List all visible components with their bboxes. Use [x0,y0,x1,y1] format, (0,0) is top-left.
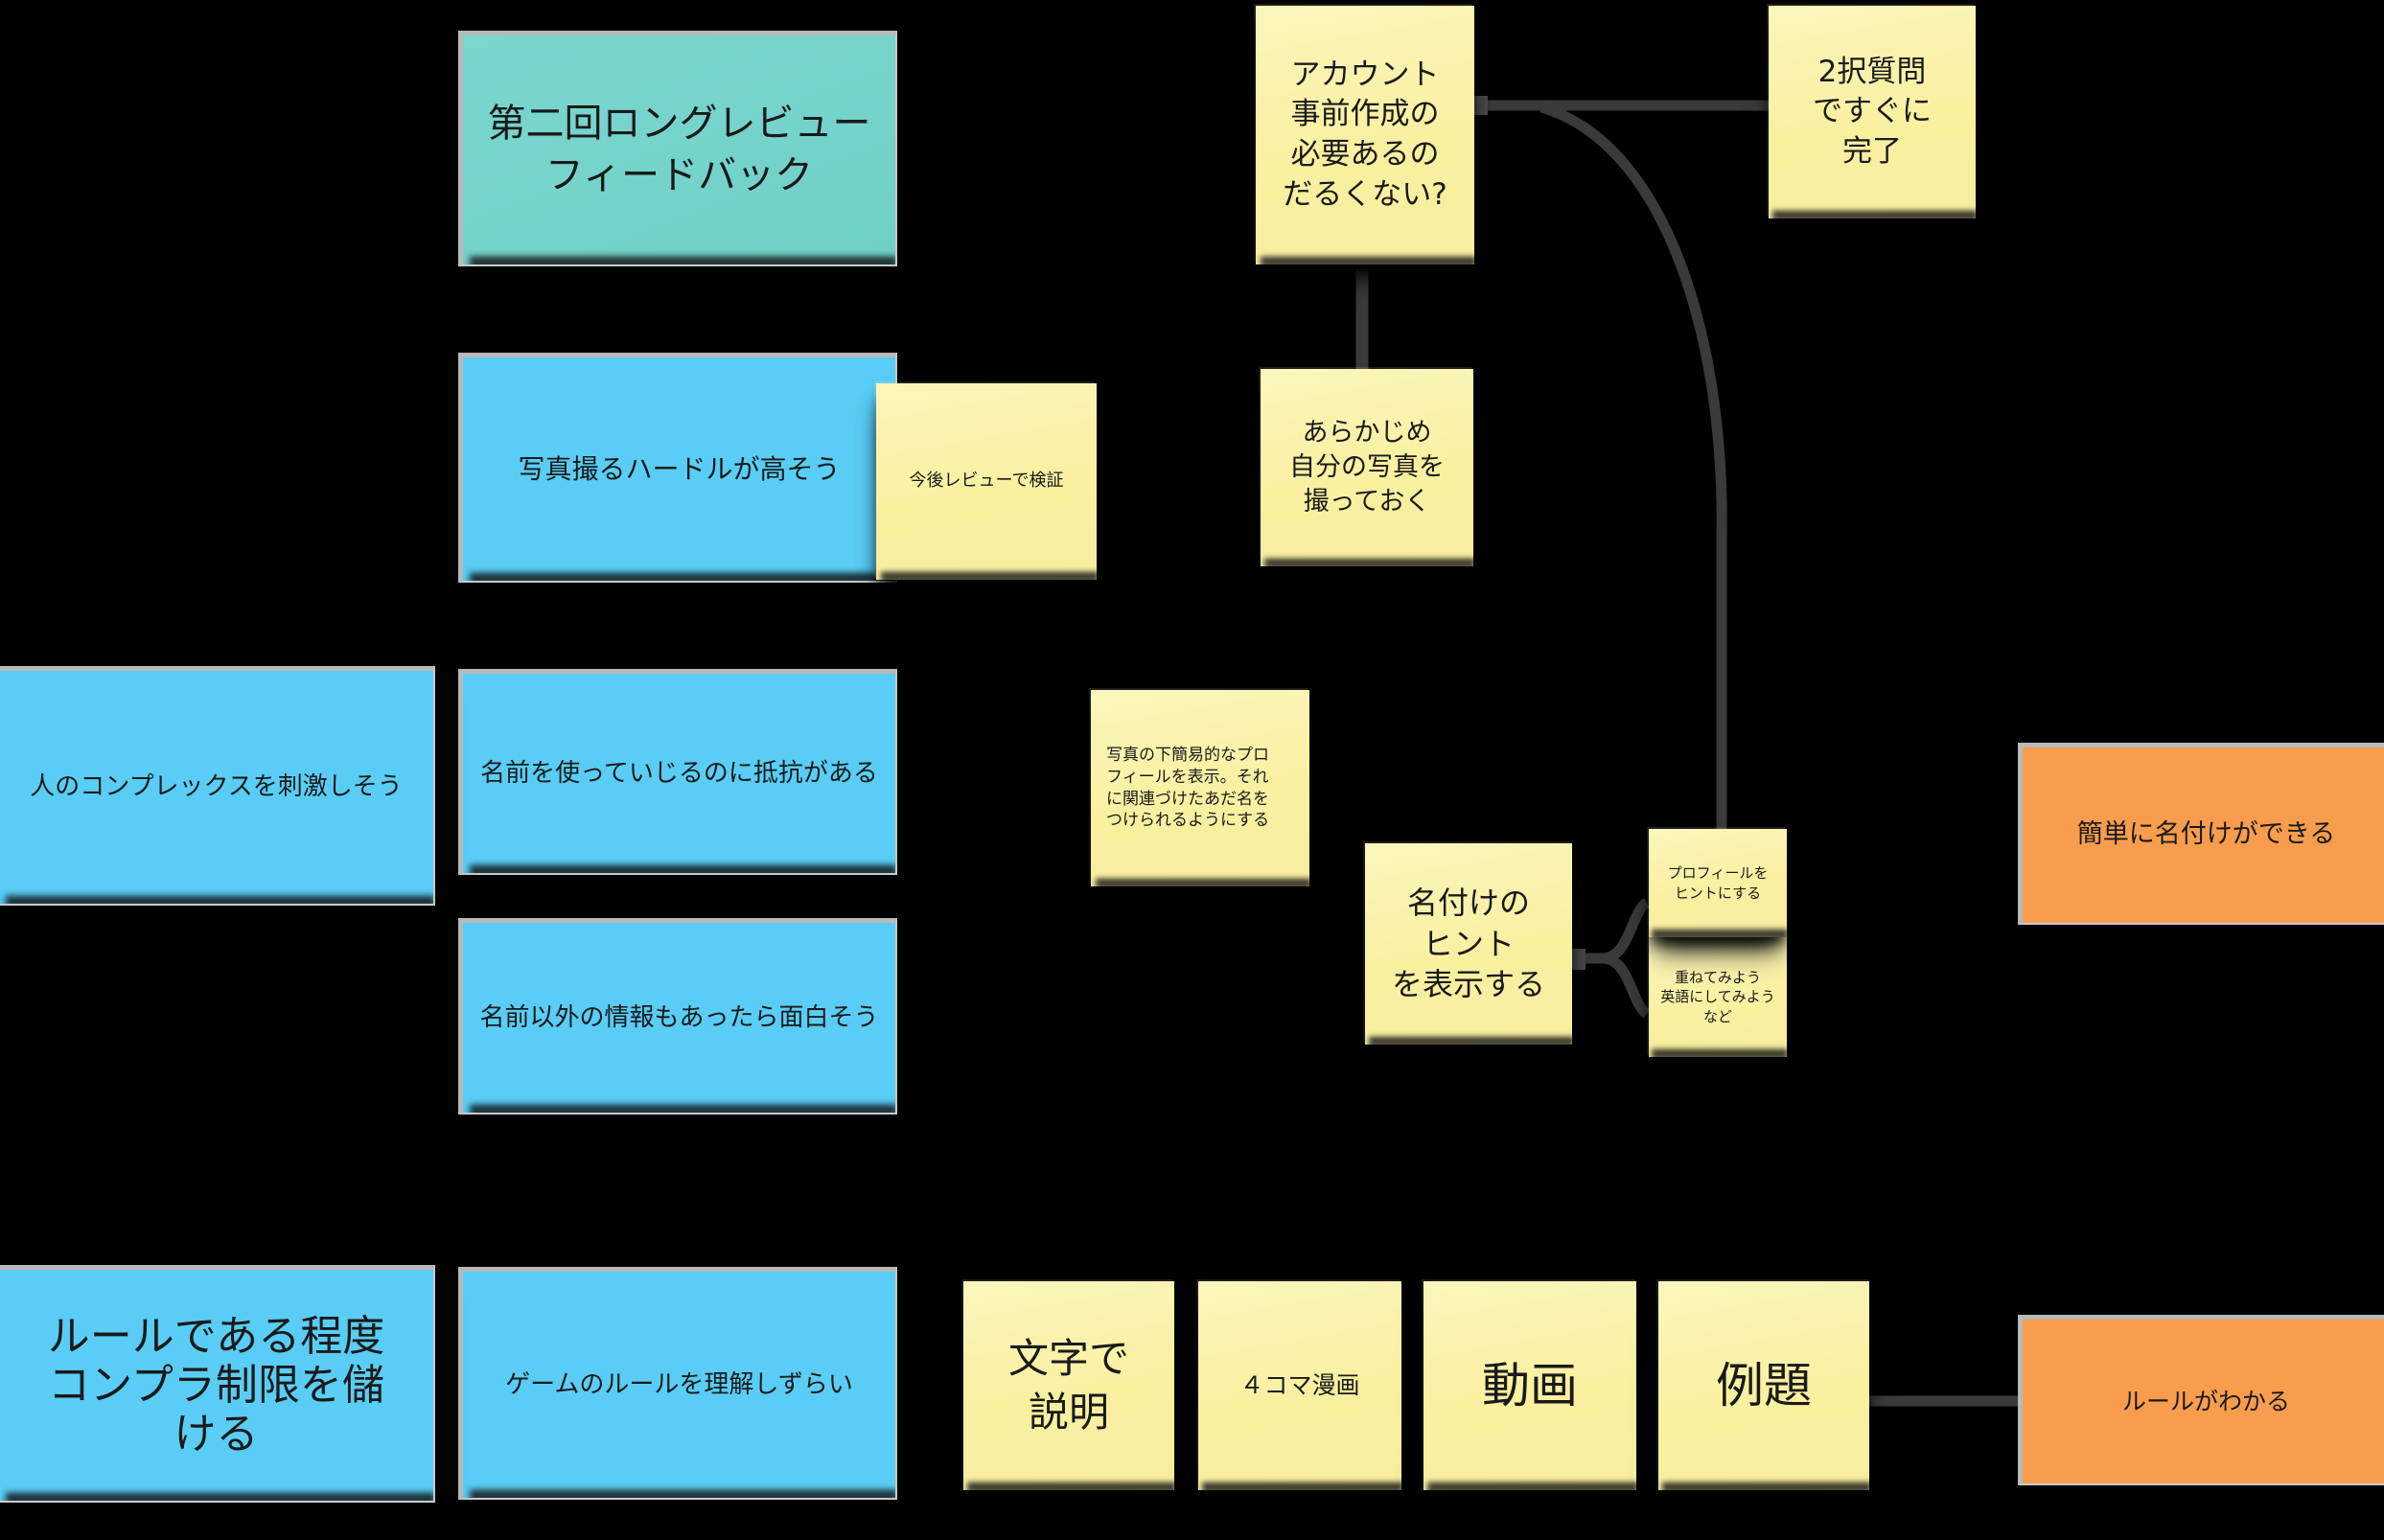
note-header-feedback[interactable]: 第二回ロングレビュー フィードバック [458,31,897,266]
connector-naminghint-to-profilehint [1572,898,1651,964]
note-compliance-rule[interactable]: ルールである程度 コンプラ制限を儲 ける [0,1265,435,1503]
note-text: 名付けの ヒント を表示する [1391,884,1545,1003]
connector-branch-handle [1472,96,1488,115]
note-understand-rules[interactable]: ルールがわかる [2018,1315,2384,1485]
note-profile-as-hint[interactable]: プロフィールを ヒントにする [1649,829,1787,937]
note-text: 名前を使っていじるのに抵抗がある [480,758,878,788]
connector-naminghint-to-overlay [1572,953,1651,1019]
note-text: ルールがわかる [2121,1387,2290,1415]
note-four-panel-comic[interactable]: ４コマ漫画 [1198,1281,1401,1490]
note-text: 重ねてみよう 英語にしてみよう など [1660,969,1775,1025]
note-info-besides-name[interactable]: 名前以外の情報もあったら面白そう [458,918,897,1115]
note-example-question[interactable]: 例題 [1658,1281,1869,1490]
note-text: ４コマ漫画 [1239,1371,1360,1400]
connector-account-to-profilehint [1539,102,1727,867]
note-text: プロフィールを ヒントにする [1667,864,1769,902]
note-text: ゲームのルールを理解しずらい [505,1369,853,1399]
note-text: あらかじめ 自分の写真を 撮っておく [1289,417,1445,517]
note-text: 人のコンプレックスを刺激しそう [30,772,403,802]
note-text: 今後レビューで検証 [909,471,1064,492]
note-text: 写真の下簡易的なプロ フィールを表示。それ に関連づけたあだ名を つけられるよう… [1106,745,1270,831]
note-text: ルールである程度 コンプラ制限を儲 ける [47,1311,385,1460]
note-profile-under-photo[interactable]: 写真の下簡易的なプロ フィールを表示。それ に関連づけたあだ名を つけられるよう… [1091,690,1309,886]
note-game-rule-hard[interactable]: ゲームのルールを理解しずらい [458,1267,897,1500]
note-name-teasing-resistance[interactable]: 名前を使っていじるのに抵抗がある [458,669,897,875]
note-two-choice-quick[interactable]: 2択質問 ですぐに 完了 [1769,6,1976,218]
note-complex-stimulate[interactable]: 人のコンプレックスを刺激しそう [0,666,435,906]
note-text: 名前以外の情報もあったら面白そう [479,1002,879,1032]
note-naming-hint[interactable]: 名付けの ヒント を表示する [1365,843,1572,1045]
note-easy-naming[interactable]: 簡単に名付けができる [2018,743,2384,925]
note-text: アカウント 事前作成の 必要あるの だるくない? [1283,57,1447,212]
note-explain-text[interactable]: 文字で 説明 [963,1281,1174,1490]
note-video[interactable]: 動画 [1423,1281,1636,1490]
note-text: 例題 [1716,1357,1812,1414]
note-text: 2択質問 ですぐに 完了 [1813,54,1932,169]
note-text: 第二回ロングレビュー フィードバック [487,101,871,197]
note-overlay-english[interactable]: 重ねてみよう 英語にしてみよう など [1649,937,1787,1057]
note-text: 文字で 説明 [1007,1334,1129,1436]
note-photo-hurdle[interactable]: 写真撮るハードルが高そう [458,353,897,583]
note-account-precreate[interactable]: アカウント 事前作成の 必要あるの だるくない? [1256,6,1474,264]
note-take-photo-before[interactable]: あらかじめ 自分の写真を 撮っておく [1261,369,1473,566]
note-text: 写真撮るハードルが高そう [518,452,841,485]
note-verify-later[interactable]: 今後レビューで検証 [876,383,1097,580]
note-text: 動画 [1482,1357,1578,1414]
note-text: 簡単に名付けができる [2076,819,2336,850]
